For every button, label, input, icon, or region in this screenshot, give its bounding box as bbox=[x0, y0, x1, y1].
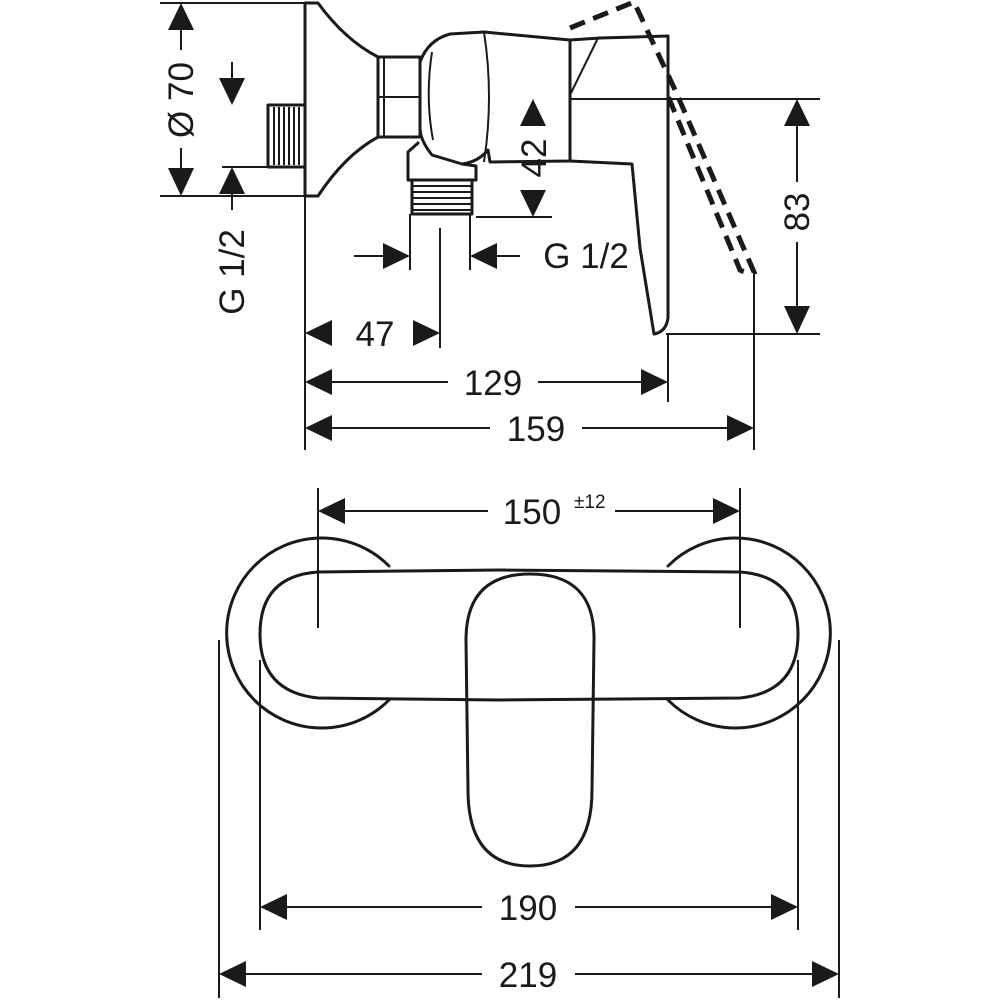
dim-thread-right: G 1/2 bbox=[354, 237, 629, 276]
dim-diameter-70: Ø 70 bbox=[162, 3, 201, 196]
dim-219-label: 219 bbox=[499, 956, 557, 995]
side-view: Ø 70 G 1/2 42 83 bbox=[160, 0, 820, 450]
dim-thread-right-label: G 1/2 bbox=[543, 237, 629, 276]
dim-129: 129 bbox=[305, 364, 668, 403]
front-view: 150 ±12 190 219 bbox=[218, 488, 840, 998]
dim-42-label: 42 bbox=[515, 139, 554, 178]
dim-159: 159 bbox=[305, 410, 754, 449]
dim-83-label: 83 bbox=[778, 193, 817, 232]
lever-handle-front bbox=[464, 572, 596, 868]
wall-escutcheon bbox=[303, 1, 380, 198]
mixer-body-front bbox=[258, 568, 800, 702]
outlet-connector bbox=[406, 141, 478, 216]
dim-150-label: 150 bbox=[503, 493, 561, 532]
dim-150: 150 ±12 bbox=[318, 492, 740, 532]
dim-83: 83 bbox=[778, 99, 817, 334]
dim-thread-left-label: G 1/2 bbox=[213, 229, 252, 315]
left-thread-inlet bbox=[266, 103, 307, 169]
hex-nut bbox=[376, 55, 422, 139]
lever-alternate-position bbox=[569, 0, 758, 276]
dim-47-label: 47 bbox=[356, 315, 395, 354]
dim-190: 190 bbox=[260, 889, 798, 928]
mixer-body bbox=[418, 30, 572, 166]
lever-handle bbox=[568, 34, 670, 336]
dim-129-label: 129 bbox=[464, 364, 522, 403]
dim-47: 47 bbox=[305, 315, 440, 354]
dim-42: 42 bbox=[515, 99, 554, 217]
front-extension-lines bbox=[218, 488, 840, 998]
dim-150-tolerance: ±12 bbox=[574, 492, 606, 513]
dim-thread-left: G 1/2 bbox=[213, 62, 252, 315]
dim-159-label: 159 bbox=[507, 410, 565, 449]
right-rosette bbox=[666, 536, 832, 730]
dim-190-label: 190 bbox=[499, 889, 557, 928]
extension-lines bbox=[160, 2, 820, 450]
dim-diameter-label: Ø 70 bbox=[162, 62, 201, 138]
dim-219: 219 bbox=[219, 956, 839, 995]
left-rosette bbox=[225, 536, 391, 730]
